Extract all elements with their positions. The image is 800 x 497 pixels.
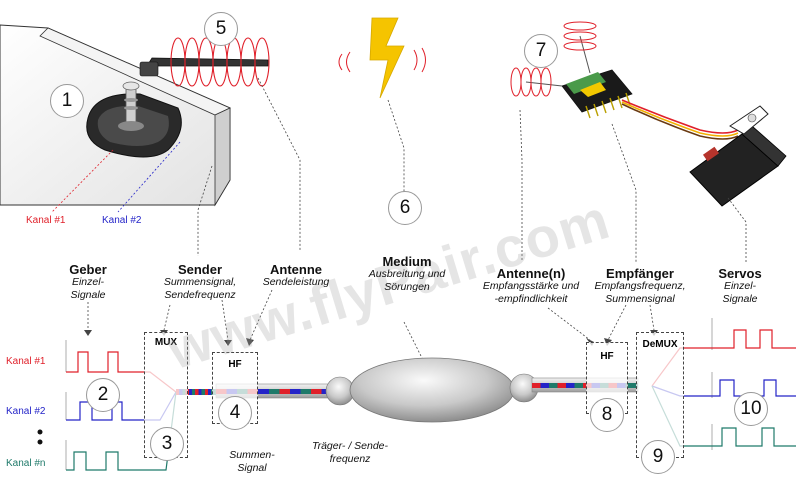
mux-label: MUX	[154, 337, 178, 348]
hf-left-label: HF	[228, 359, 242, 370]
arrow-leaders	[87, 289, 655, 391]
kanaln-output-pulses	[651, 385, 796, 447]
step-6-badge: 6	[388, 191, 422, 225]
traeger-label-1: Träger- / Sende-	[311, 440, 389, 452]
hf-right-label: HF	[600, 351, 614, 362]
kanal1-leader-line	[51, 149, 114, 213]
geber-subtitle-1: Einzel-	[71, 276, 105, 288]
lightning-bolt-icon	[338, 17, 426, 99]
summen-signal-label-2: Signal	[237, 462, 267, 474]
sender-subtitle-1: Summensignal,	[163, 276, 237, 288]
geber-subtitle-2: Signale	[70, 289, 106, 301]
joystick-icon	[86, 81, 182, 158]
step-5-badge: 5	[204, 12, 238, 46]
kanal1-output-pulses	[651, 329, 796, 387]
receiver-radiation-rings	[510, 21, 597, 97]
summen-signal-line	[176, 389, 216, 395]
empfaenger-subtitle-2: Summensignal	[605, 293, 675, 305]
carrier-signal-right	[532, 383, 638, 388]
antenne-subtitle: Sendeleistung	[262, 276, 330, 288]
servos-title: Servos	[718, 266, 762, 281]
step-2-badge: 2	[86, 378, 120, 412]
empfaenger-subtitle-1: Empfangsfrequenz,	[594, 280, 686, 292]
kanaln-input-pulses	[66, 391, 177, 471]
kanaln-left-label: Kanal #n	[6, 458, 46, 469]
kanal1-left-label: Kanal #1	[6, 356, 46, 367]
kanal2-output-pulses	[651, 379, 796, 397]
antennen-title: Antenne(n)	[496, 266, 566, 281]
sender-title: Sender	[177, 262, 223, 277]
summen-signal-label-1: Summen-	[229, 449, 275, 461]
servos-subtitle-2: Signale	[722, 293, 758, 305]
servo-icon	[689, 105, 787, 207]
step-9-badge: 9	[641, 440, 675, 474]
step-4-badge: 4	[218, 396, 252, 430]
hf-right-box: HF	[586, 342, 628, 414]
step-3-badge: 3	[150, 427, 184, 461]
sender-subtitle-2: Sendefrequenz	[164, 289, 236, 301]
medium-subtitle-2: Sörungen	[384, 281, 430, 293]
receiver-board-icon	[525, 35, 633, 119]
step-1-badge: 1	[50, 84, 84, 118]
kanal1-input-pulses	[66, 351, 177, 393]
more-channels-dots	[37, 429, 43, 445]
medium-title: Medium	[382, 254, 432, 269]
step-7-badge: 7	[524, 34, 558, 68]
leader-lines	[197, 77, 747, 262]
carrier-signal-left	[216, 389, 348, 394]
kanal2-leader-line	[117, 141, 181, 213]
servos-subtitle-1: Einzel-	[723, 280, 757, 292]
demux-box: DeMUX	[636, 332, 684, 458]
kanal1-top-label: Kanal #1	[26, 215, 66, 226]
servo-cable	[621, 99, 739, 140]
medium-subtitle-1: Ausbreitung und	[368, 268, 446, 280]
kanal2-left-label: Kanal #2	[6, 406, 46, 417]
kanal2-input-pulses	[66, 391, 177, 421]
geber-title: Geber	[69, 262, 107, 277]
empfaenger-title: Empfänger	[606, 266, 674, 281]
demux-label: DeMUX	[642, 339, 678, 350]
step-8-badge: 8	[590, 398, 624, 432]
antennen-subtitle-2: -empfindlichkeit	[494, 293, 568, 305]
medium-blob-icon	[325, 357, 539, 423]
step-10-badge: 10	[734, 392, 768, 426]
antenne-title: Antenne	[270, 262, 322, 277]
transmitter-antenna-icon	[139, 57, 269, 77]
traeger-label-2: frequenz	[329, 453, 371, 465]
antennen-subtitle-1: Empfangsstärke und	[482, 280, 580, 292]
kanal2-top-label: Kanal #2	[102, 215, 142, 226]
